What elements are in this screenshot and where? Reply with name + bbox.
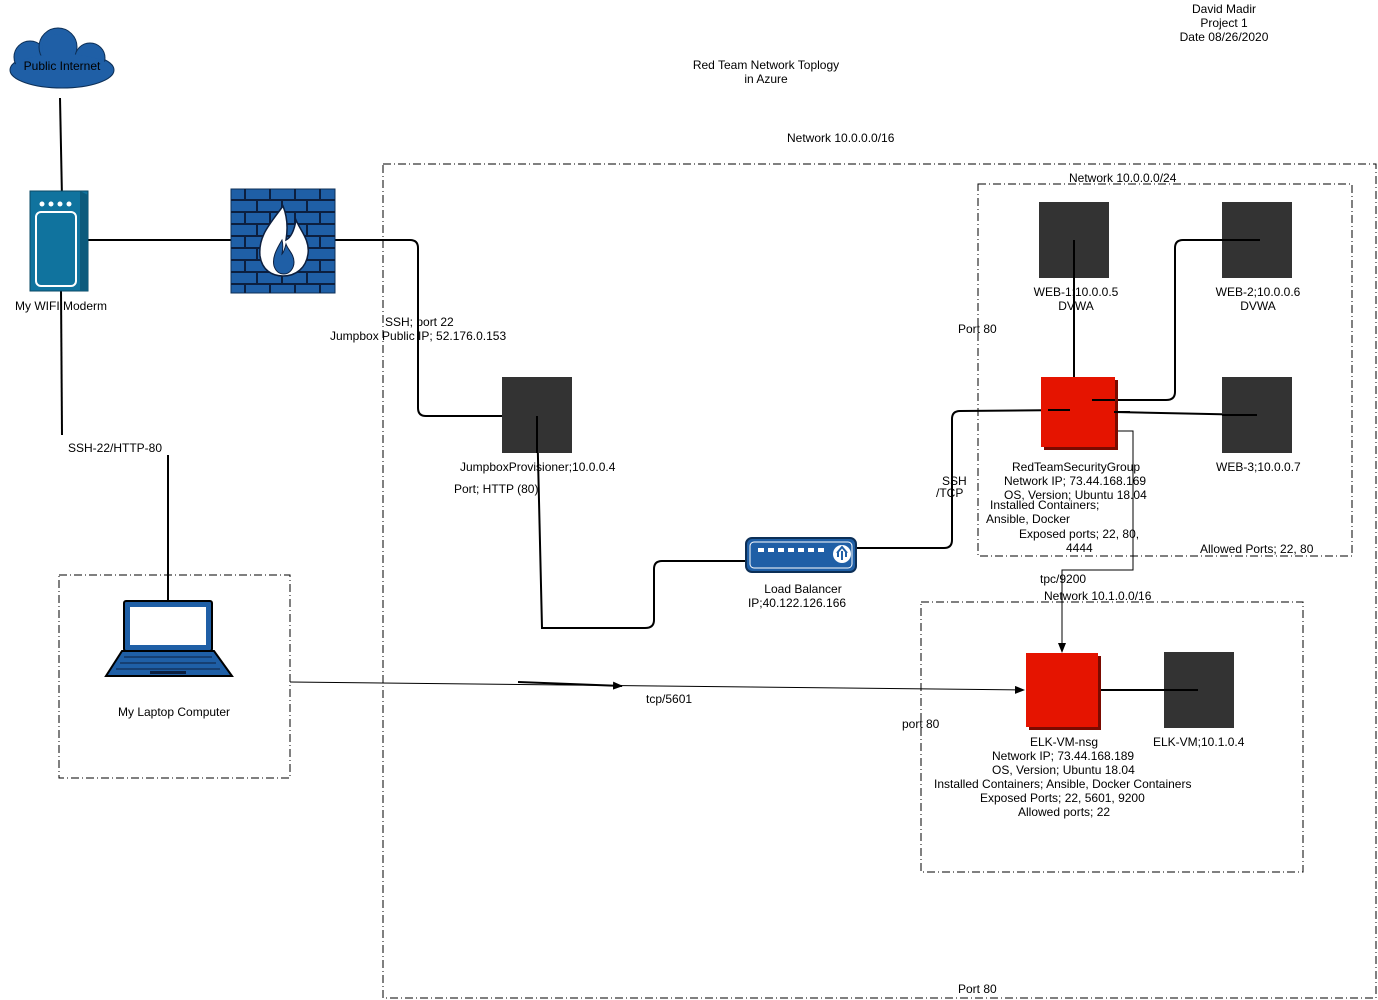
edge-laptop-elk — [289, 681, 1025, 694]
edge-label-port80-bottom: Port 80 — [958, 982, 997, 996]
laptop-label: My Laptop Computer — [118, 705, 231, 719]
edge-label-port-http80: Port; HTTP (80) — [454, 482, 539, 496]
edge-label-ssh: SSH — [942, 474, 967, 488]
elk-nsg-label-line6: Allowed ports; 22 — [1018, 805, 1111, 819]
elk-vm-label: ELK-VM;10.1.0.4 — [1153, 735, 1245, 749]
header-author: David Madir — [1191, 2, 1257, 16]
edge-tcp5601-mid-arrow — [517, 681, 623, 690]
elk-nsg-label-line2: Network IP; 73.44.168.189 — [992, 749, 1135, 763]
diagram-title-line2: in Azure — [744, 72, 788, 86]
network-outer-boundary — [382, 163, 1377, 999]
jumpbox-label: JumpboxProvisioner;10.0.0.4 — [460, 460, 616, 474]
network-web-subnet-label: Network 10.0.0.0/24 — [1069, 171, 1177, 185]
load-balancer-label-line1: Load Balancer — [764, 582, 842, 596]
load-balancer-icon — [745, 537, 857, 573]
edge-lb-redteam — [856, 409, 1071, 549]
edge-label-port80-elk: port 80 — [902, 717, 940, 731]
elk-nsg-label-line5: Exposed Ports; 22, 5601, 9200 — [980, 791, 1145, 805]
edge-label-ssh-http: SSH-22/HTTP-80 — [68, 441, 163, 455]
edge-jumpbox-lb — [536, 415, 746, 629]
nsg-icon-elk[interactable] — [1026, 653, 1098, 727]
redteam-label-line2: Network IP; 73.44.168.169 — [1004, 474, 1147, 488]
web2-label-line2: DVWA — [1240, 299, 1276, 313]
edge-redteam-elk — [1058, 430, 1134, 653]
redteam-label-line6: Exposed ports; 22, 80, — [1019, 527, 1140, 541]
edge-label-port80-web: Port 80 — [958, 322, 997, 336]
elk-nsg-label-line1: ELK-VM-nsg — [1030, 735, 1099, 749]
redteam-label-line7: 4444 — [1066, 541, 1093, 555]
redteam-label-line4: Installed Containers; — [990, 498, 1100, 512]
edge-label-tcp5601: tcp/5601 — [646, 692, 693, 706]
edge-firewall-jumpbox — [334, 239, 503, 417]
edge-label-tpc9200: tpc/9200 — [1040, 572, 1087, 586]
network-elk-subnet-boundary — [920, 601, 1304, 873]
web2-label-line1: WEB-2;10.0.0.6 — [1215, 285, 1301, 299]
redteam-label-line5: Ansible, Docker — [986, 512, 1071, 526]
elk-nsg-label-line4: Installed Containers; Ansible, Docker Co… — [934, 777, 1192, 791]
edge-label-jumpbox-public-ip: Jumpbox Public IP; 52.176.0.153 — [330, 329, 507, 343]
elk-nsg-label-line3: OS, Version; Ubuntu 18.04 — [992, 763, 1135, 777]
internet-label: Public Internet — [23, 59, 101, 73]
diagram-title-line1: Red Team Network Toplogy — [692, 58, 840, 72]
network-outer-label: Network 10.0.0.0/16 — [787, 131, 895, 145]
web1-label-line2: DVWA — [1058, 299, 1094, 313]
edge-label-ssh-port22: SSH; port 22 — [385, 315, 454, 329]
edge-redteam-web2 — [1092, 239, 1260, 401]
redteam-label-line3: OS, Version; Ubuntu 18.04 — [1004, 488, 1147, 502]
edge-modem-down — [60, 289, 63, 436]
laptop-icon — [104, 600, 234, 677]
edge-label-tcp: /TCP — [936, 486, 964, 500]
cloud-icon — [9, 27, 115, 89]
edge-internet-modem — [59, 97, 63, 199]
redteam-label-line1: RedTeamSecurityGroup — [1012, 460, 1141, 474]
laptop-boundary — [58, 574, 291, 779]
web3-label: WEB-3;10.0.0.7 — [1216, 460, 1301, 474]
modem-label: My WIFI Moderm — [15, 299, 107, 313]
nsg-icon-redteam[interactable] — [1041, 377, 1115, 447]
firewall-icon — [230, 188, 336, 294]
modem-icon — [29, 190, 89, 292]
header-project: Project 1 — [1200, 16, 1248, 30]
load-balancer-label-line2: IP;40.122.126.166 — [747, 596, 847, 610]
web1-label-line1: WEB-1;10.0.0.5 — [1033, 285, 1119, 299]
redteam-allowed-ports: Allowed Ports; 22, 80 — [1200, 542, 1314, 556]
header-date: Date 08/26/2020 — [1179, 30, 1269, 44]
network-elk-subnet-label: Network 10.1.0.0/16 — [1044, 589, 1152, 603]
network-web-subnet-boundary — [977, 183, 1353, 557]
